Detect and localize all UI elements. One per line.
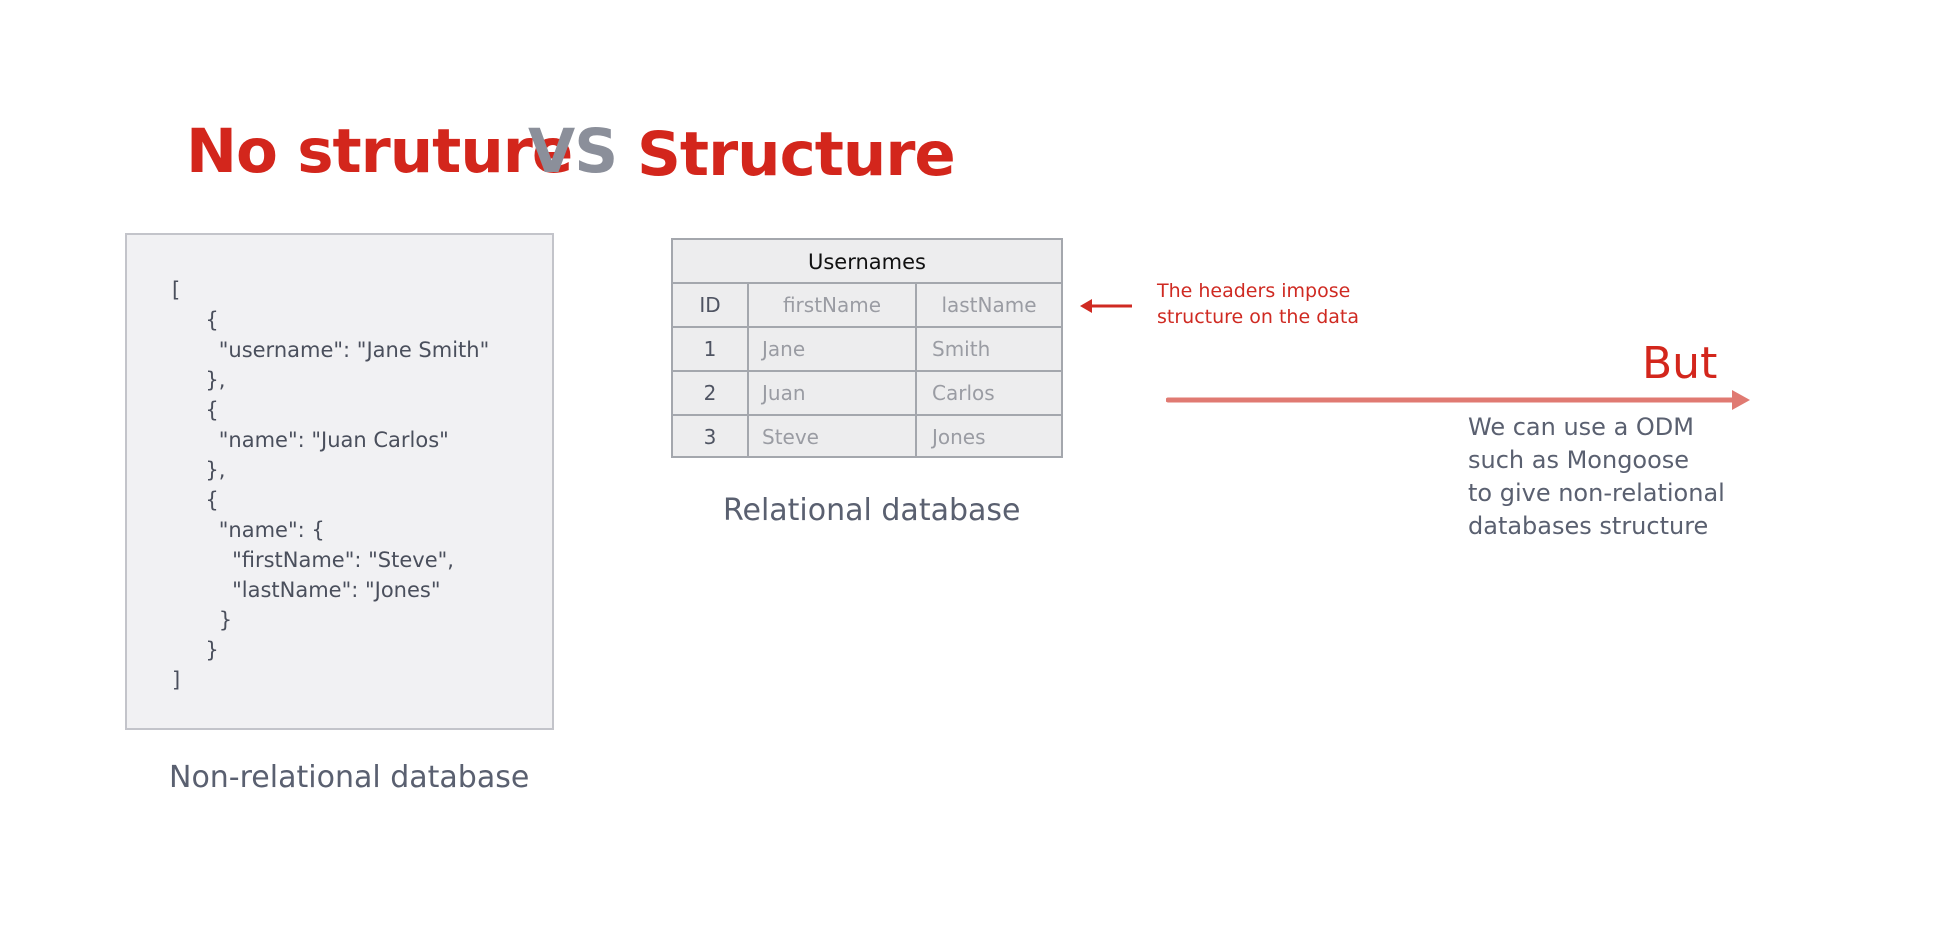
json-line: }	[172, 608, 233, 632]
json-line: [	[172, 278, 181, 302]
json-line: {	[172, 398, 219, 422]
json-document-box: [ { "username": "Jane Smith" }, { "name"…	[125, 233, 554, 730]
header-lastname: lastName	[941, 293, 1037, 317]
table-header-row: ID firstName lastName	[673, 284, 1061, 328]
title-right: Structure	[637, 119, 956, 190]
json-line: "name": "Juan Carlos"	[172, 428, 449, 452]
table-title: Usernames	[673, 240, 1061, 284]
long-arrow-icon	[1166, 390, 1750, 410]
json-line: },	[172, 458, 226, 482]
json-line: },	[172, 368, 226, 392]
json-line: "firstName": "Steve",	[172, 548, 454, 572]
json-line: "username": "Jane Smith"	[172, 338, 490, 362]
json-line: {	[172, 308, 219, 332]
json-line: {	[172, 488, 219, 512]
odm-description-line2: such as Mongoose	[1468, 446, 1690, 474]
odm-description-line3: to give non-relational	[1468, 479, 1725, 507]
header-id: ID	[673, 284, 749, 326]
cell-lastname: Jones	[932, 425, 986, 449]
table-row: 3 Steve Jones	[673, 416, 1061, 460]
cell-firstname: Steve	[749, 416, 917, 458]
header-firstname: firstName	[749, 284, 917, 326]
cell-lastname: Carlos	[932, 381, 995, 405]
title-vs: VS	[528, 116, 618, 187]
json-line: ]	[172, 668, 181, 692]
json-line: "name": {	[172, 518, 325, 542]
but-label: But	[1642, 338, 1718, 389]
non-relational-caption: Non-relational database	[169, 760, 530, 795]
cell-id: 1	[673, 328, 749, 370]
json-line: "lastName": "Jones"	[172, 578, 441, 602]
usernames-table: Usernames ID firstName lastName 1 Jane S…	[671, 238, 1063, 458]
title-left: No struture	[186, 116, 573, 187]
cell-id: 3	[673, 416, 749, 458]
odm-description-line4: databases structure	[1468, 512, 1709, 540]
headers-arrow-icon	[1080, 299, 1132, 313]
headers-note-line2: structure on the data	[1157, 306, 1359, 328]
cell-id: 2	[673, 372, 749, 414]
odm-description-line1: We can use a ODM	[1468, 413, 1694, 441]
relational-caption: Relational database	[723, 493, 1021, 528]
table-row: 1 Jane Smith	[673, 328, 1061, 372]
cell-lastname: Smith	[932, 337, 991, 361]
table-row: 2 Juan Carlos	[673, 372, 1061, 416]
cell-firstname: Juan	[749, 372, 917, 414]
headers-note-line1: The headers impose	[1157, 280, 1351, 302]
json-line: }	[172, 638, 219, 662]
cell-firstname: Jane	[749, 328, 917, 370]
